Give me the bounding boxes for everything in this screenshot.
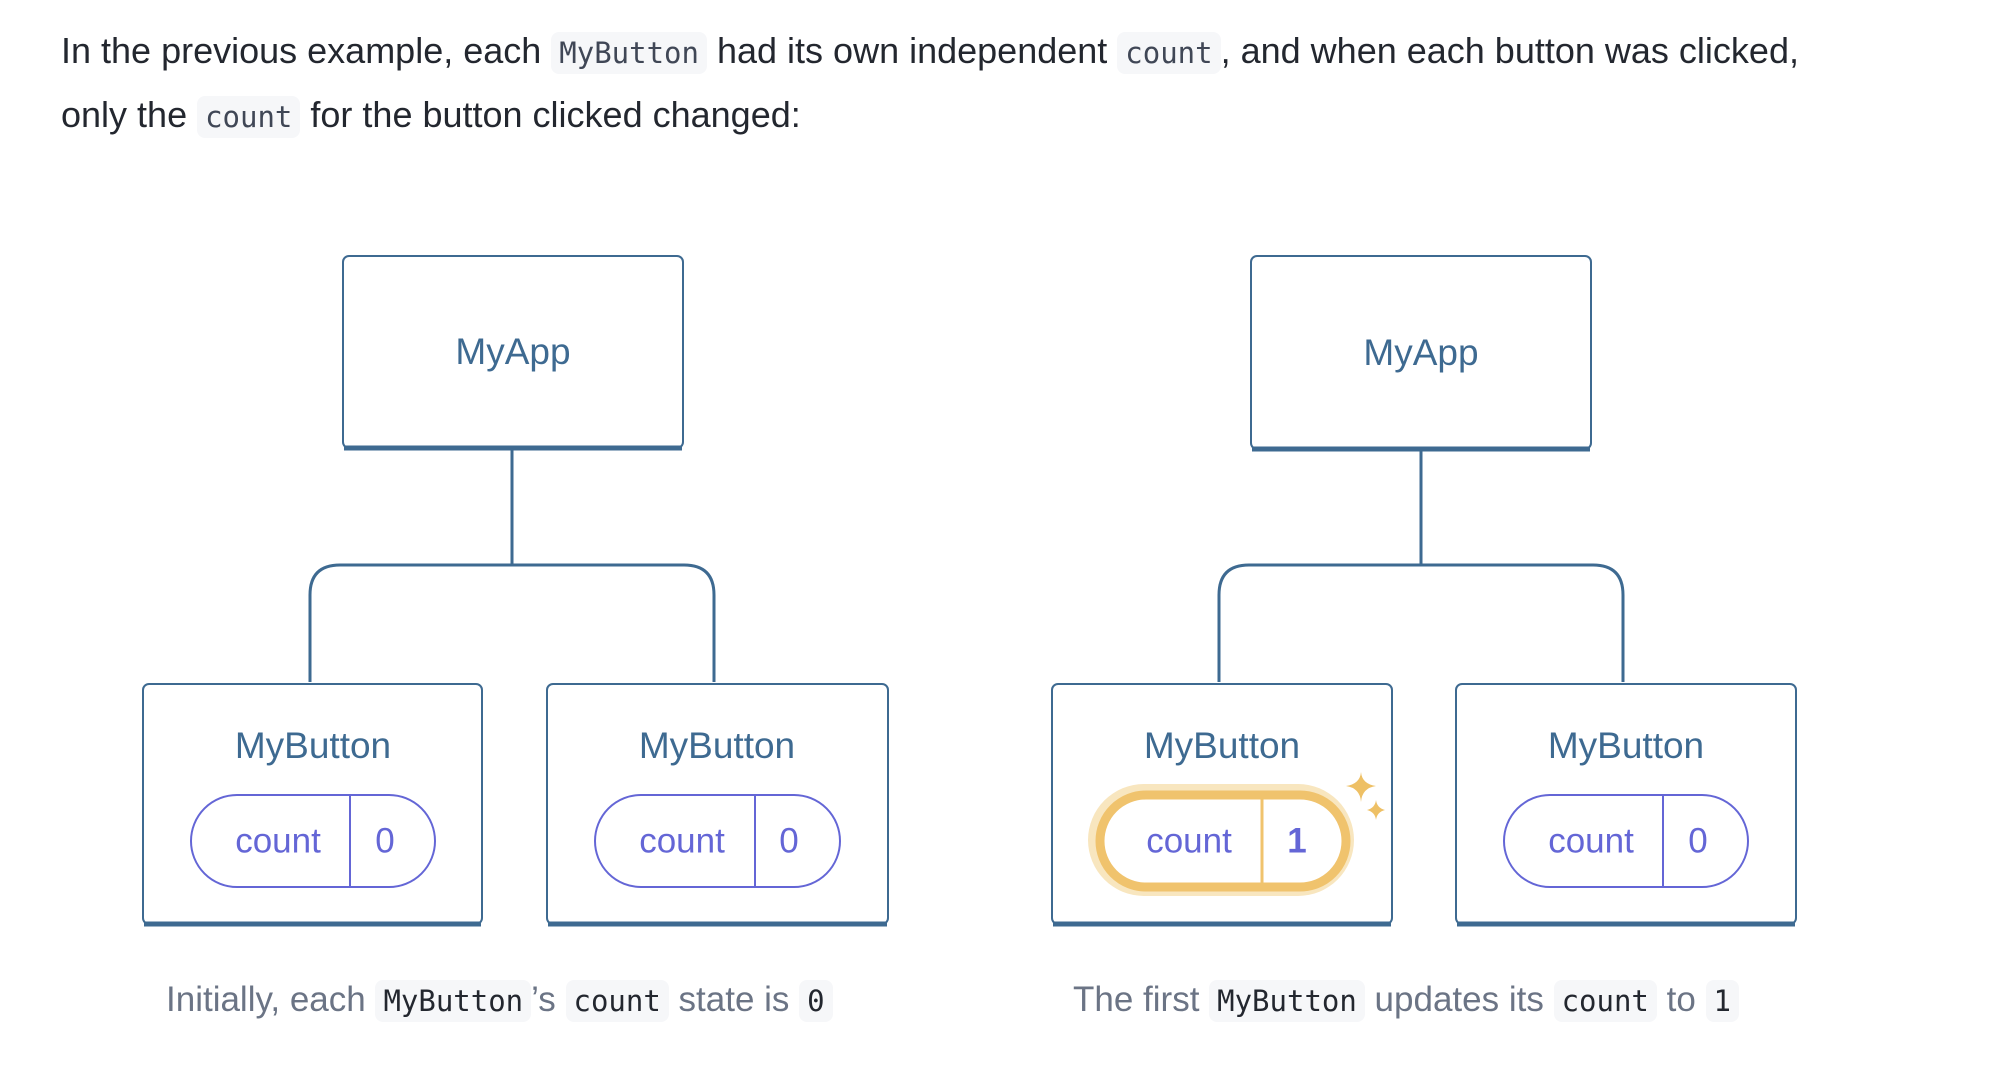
diagram-initial: MyApp MyButton count 0 MyButton count 0 — [142, 255, 889, 927]
inline-code: count — [1117, 32, 1221, 74]
mybutton-label: MyButton — [1144, 725, 1300, 766]
intro-text: In the previous example, each — [61, 30, 552, 71]
caption-text: to — [1656, 980, 1706, 1019]
caption-text: The first — [1073, 980, 1210, 1019]
state-value: 0 — [779, 821, 798, 860]
state-value: 0 — [1688, 821, 1707, 860]
count-state-pill: count 0 — [1503, 794, 1749, 888]
count-state-pill: count 0 — [190, 794, 436, 888]
intro-text: only the — [61, 94, 198, 135]
mybutton-component-box: MyButton count 1 — [1051, 683, 1393, 927]
count-state-pill-highlighted: count 1 — [1088, 784, 1354, 896]
inline-code: count — [197, 96, 301, 138]
caption-text: Initially, each — [166, 980, 376, 1019]
mybutton-label: MyButton — [1548, 725, 1704, 766]
caption-after-click: The first MyButton updates its count to … — [1073, 970, 1739, 1031]
intro-paragraph: In the previous example, each MyButton h… — [61, 20, 1961, 148]
state-value: 1 — [1287, 821, 1306, 860]
inline-code: count — [565, 980, 669, 1022]
state-value: 0 — [375, 821, 394, 860]
caption-text: updates its — [1364, 980, 1554, 1019]
mybutton-label: MyButton — [235, 725, 391, 766]
myapp-label: MyApp — [455, 331, 570, 372]
caption-text: state is — [668, 980, 800, 1019]
inline-code: MyButton — [1209, 980, 1365, 1022]
intro-line-1: In the previous example, each MyButton h… — [61, 20, 1961, 84]
inline-code: count — [1553, 980, 1657, 1022]
inline-code: MyButton — [375, 980, 532, 1022]
caption-text: ’s — [531, 980, 566, 1019]
state-name: count — [639, 821, 725, 860]
diagram-after-click: MyApp MyButton count 1 MyButton — [1051, 255, 1797, 927]
count-state-pill: count 0 — [594, 794, 841, 888]
state-name: count — [1146, 821, 1232, 860]
tree-connectors — [1217, 450, 1625, 682]
mybutton-component-box: MyButton count 0 — [142, 683, 483, 927]
inline-code: MyButton — [551, 32, 707, 74]
sparkle-icon — [1346, 772, 1385, 820]
intro-text: had its own independent — [706, 30, 1118, 71]
intro-line-2: only the count for the button clicked ch… — [61, 84, 1961, 148]
myapp-label: MyApp — [1363, 332, 1478, 373]
inline-code: 1 — [1705, 980, 1739, 1022]
myapp-component-box: MyApp — [342, 255, 684, 451]
mybutton-component-box: MyButton count 0 — [546, 683, 889, 927]
mybutton-label: MyButton — [639, 725, 795, 766]
intro-text: , and when each button was clicked, — [1220, 30, 1799, 71]
state-name: count — [235, 821, 321, 860]
myapp-component-box: MyApp — [1250, 255, 1592, 452]
intro-text: for the button clicked changed: — [300, 94, 801, 135]
tree-connectors — [308, 448, 716, 682]
inline-code: 0 — [799, 980, 833, 1022]
caption-initial: Initially, each MyButton’s count state i… — [166, 970, 833, 1031]
state-name: count — [1548, 821, 1634, 860]
mybutton-component-box: MyButton count 0 — [1455, 683, 1797, 927]
